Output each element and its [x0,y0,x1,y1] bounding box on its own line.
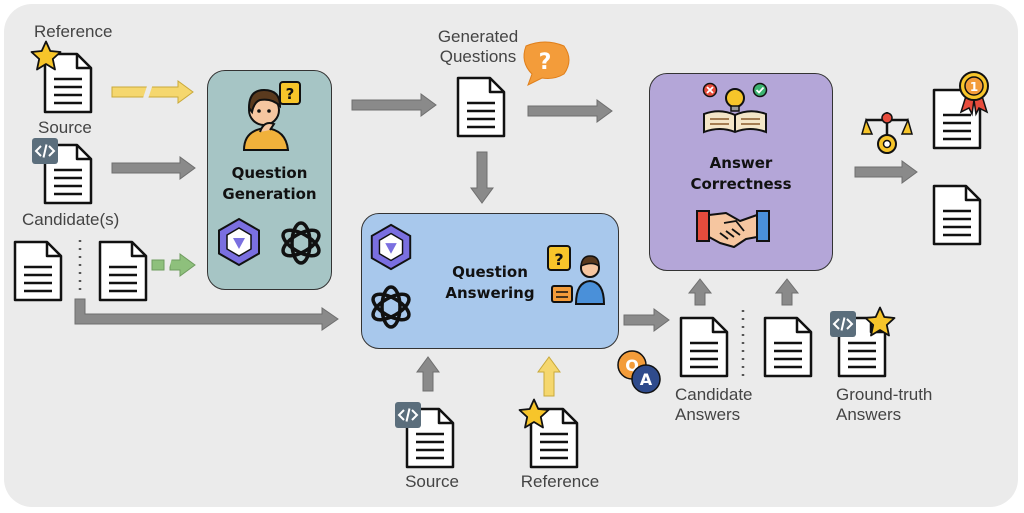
scales-icon [861,112,913,154]
output-document-icon [932,184,982,246]
arrow-reference-to-qa [537,356,561,397]
star-icon [30,40,62,71]
arrow-candidate-to-qg [151,253,196,277]
book-bulb-icon [702,82,768,134]
source-label: Source [38,118,92,137]
star-icon [864,306,896,337]
question-generation-title: Question Generation [222,164,317,203]
arrow-questions-to-qa [470,151,494,204]
arrow-qa-to-answers [623,308,670,332]
reference-label: Reference [34,22,113,41]
star-icon [518,398,550,429]
medal-icon: 1 [959,71,989,117]
source-bottom-label: Source [405,472,459,491]
code-icon [395,402,421,428]
svg-text:A: A [640,370,653,389]
question-answering-title: Question Answering [445,263,535,302]
arrow-candidates-to-qa [74,298,339,331]
reference-document-icon [43,52,93,114]
qa-icon: Q A [617,350,661,394]
svg-text:1: 1 [970,80,978,94]
arrow-reference-to-qg [111,78,194,104]
answer-correctness-title: Answer Correctness [690,154,792,193]
candidate-document-icon [13,240,63,302]
qwen-logo-icon [218,217,260,267]
code-icon [830,311,856,337]
arrow-ac-to-output [854,160,918,184]
arrow-questions-to-ac [527,99,613,123]
candidate-answers-document-icon [763,316,813,378]
question-answering-box: Question Answering [361,213,619,349]
handshake-icon [696,210,770,248]
arrow-gt-to-ac [774,278,800,306]
generated-questions-document-icon [456,76,506,138]
arrow-source-to-qa [416,356,440,392]
question-bubble-icon: ? [523,41,570,87]
svg-text:?: ? [539,50,552,75]
candidates-label: Candidate(s) [22,210,120,229]
openai-logo-icon [281,221,321,265]
presenter-icon: ? [547,245,606,305]
candidate-document-icon [98,240,148,302]
svg-text:?: ? [286,85,295,103]
generated-questions-label: Generated Questions [437,27,519,66]
ground-truth-answers-label: Ground-truth Answers [836,385,933,424]
openai-logo-icon [371,285,411,329]
reference-bottom-label: Reference [520,472,600,491]
arrow-source-to-qg [111,156,196,180]
arrow-qg-to-questions [351,93,437,117]
svg-text:?: ? [554,250,563,269]
code-icon [32,138,58,164]
thinking-person-icon: ? [242,81,301,151]
arrow-answers-to-ac [687,278,713,306]
candidate-answers-label: Candidate Answers [675,385,753,424]
candidate-answers-document-icon [679,316,729,378]
qwen-logo-icon [370,223,412,271]
